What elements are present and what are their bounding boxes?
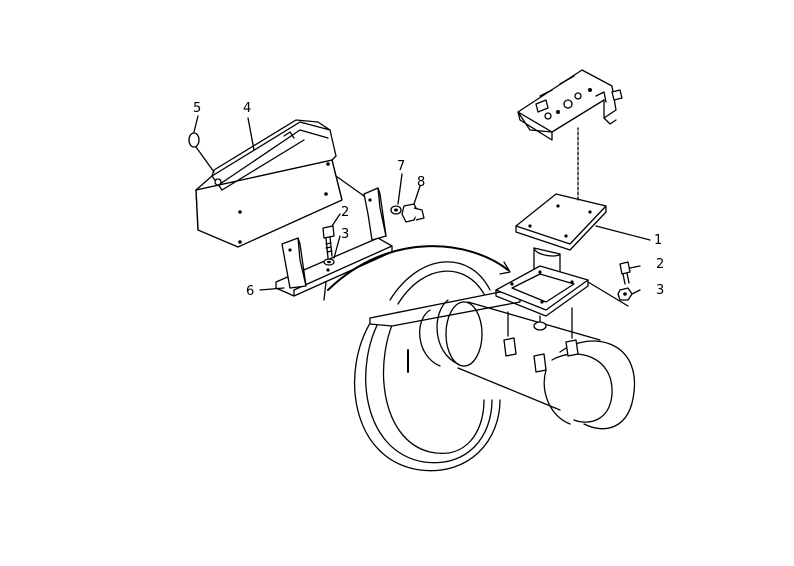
upper-bracket <box>517 69 623 141</box>
callout-2-left: 2 <box>341 205 349 220</box>
mounting-bracket <box>275 187 393 297</box>
callout-8: 8 <box>417 175 425 190</box>
bolt-right <box>619 261 631 285</box>
nut-right <box>617 287 633 301</box>
axle-housing <box>354 261 636 472</box>
callout-5: 5 <box>193 101 201 116</box>
bolt-left <box>322 225 335 259</box>
vent-cap <box>188 132 215 173</box>
callout-2-right: 2 <box>656 257 664 272</box>
callout-3-right: 3 <box>656 283 664 298</box>
leader-lines <box>193 115 651 295</box>
callout-3-left: 3 <box>341 227 349 242</box>
callout-7: 7 <box>397 159 405 174</box>
callout-4: 4 <box>243 101 251 116</box>
callout-6: 6 <box>246 284 254 299</box>
washer-7 <box>390 205 402 215</box>
bolt-8 <box>401 203 425 223</box>
washer-left <box>323 258 335 266</box>
battery-box <box>195 119 343 248</box>
callout-1: 1 <box>654 233 662 248</box>
connector-line <box>327 245 509 291</box>
support-stand <box>495 127 629 317</box>
